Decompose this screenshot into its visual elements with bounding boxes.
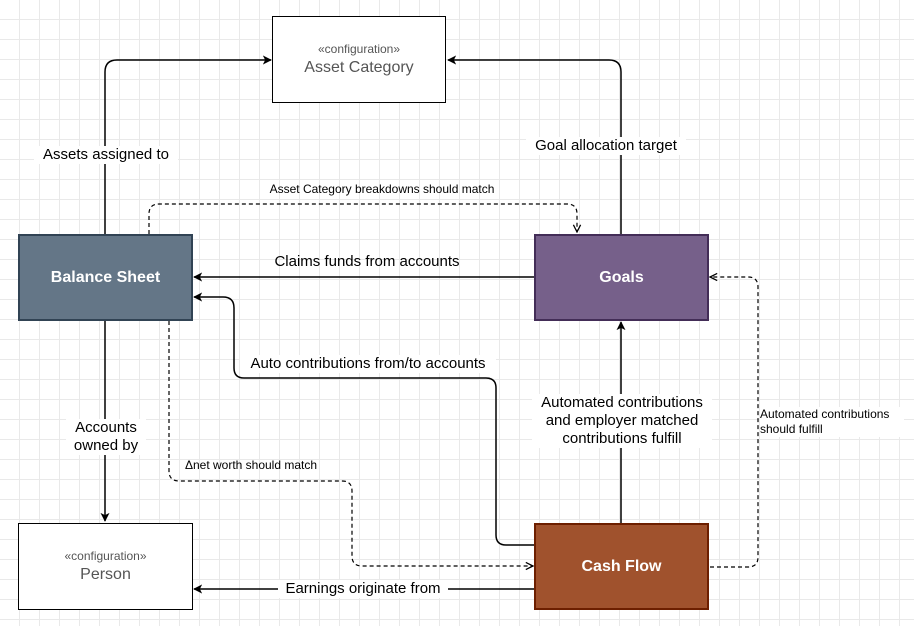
label-auto-contributions: Auto contributions from/to accounts — [240, 355, 496, 373]
label-goal-allocation-target: Goal allocation target — [526, 137, 686, 155]
asset-category-name: Asset Category — [304, 59, 414, 76]
node-goals[interactable]: Goals — [534, 234, 709, 321]
label-accounts-owned-by-line-2: owned by — [73, 437, 139, 454]
label-fulfill-line-2: should fulfill — [760, 422, 823, 436]
label-accounts-owned-by: Accounts owned by — [66, 419, 146, 455]
label-net-worth-match: Δnet worth should match — [184, 458, 318, 472]
cash-flow-name: Cash Flow — [581, 557, 662, 575]
asset-category-stereotype: «configuration» — [317, 42, 401, 56]
edge-auto-contributions — [193, 292, 534, 546]
goals-name: Goals — [599, 268, 644, 286]
label-automated-contributions-fulfill: Automated contributions should fulfill — [760, 407, 904, 437]
node-cash-flow[interactable]: Cash Flow — [534, 523, 709, 610]
label-assets-assigned-to: Assets assigned to — [34, 146, 178, 164]
node-balance-sheet[interactable]: Balance Sheet — [18, 234, 193, 321]
label-claims-funds: Claims funds from accounts — [274, 253, 460, 270]
node-asset-category[interactable]: «configuration» Asset Category — [272, 16, 446, 103]
label-accounts-owned-by-line-1: Accounts — [75, 419, 137, 436]
node-person[interactable]: «configuration» Person — [18, 523, 193, 610]
label-employer-line-1: Automated contributions — [541, 394, 703, 411]
label-automated-contributions-employer: Automated contributions and employer mat… — [532, 394, 712, 448]
edge-automated-contributions-fulfill — [710, 277, 759, 568]
label-earnings-originate: Earnings originate from — [278, 580, 448, 598]
person-name: Person — [80, 566, 131, 583]
balance-sheet-name: Balance Sheet — [50, 268, 161, 286]
label-employer-line-3: contributions fulfill — [562, 430, 682, 447]
label-employer-line-2: and employer matched — [545, 412, 699, 429]
person-stereotype: «configuration» — [64, 549, 147, 563]
label-fulfill-line-1: Automated contributions — [760, 407, 890, 421]
edge-asset-category-breakdowns — [148, 203, 577, 234]
label-asset-category-breakdowns: Asset Category breakdowns should match — [269, 182, 495, 196]
